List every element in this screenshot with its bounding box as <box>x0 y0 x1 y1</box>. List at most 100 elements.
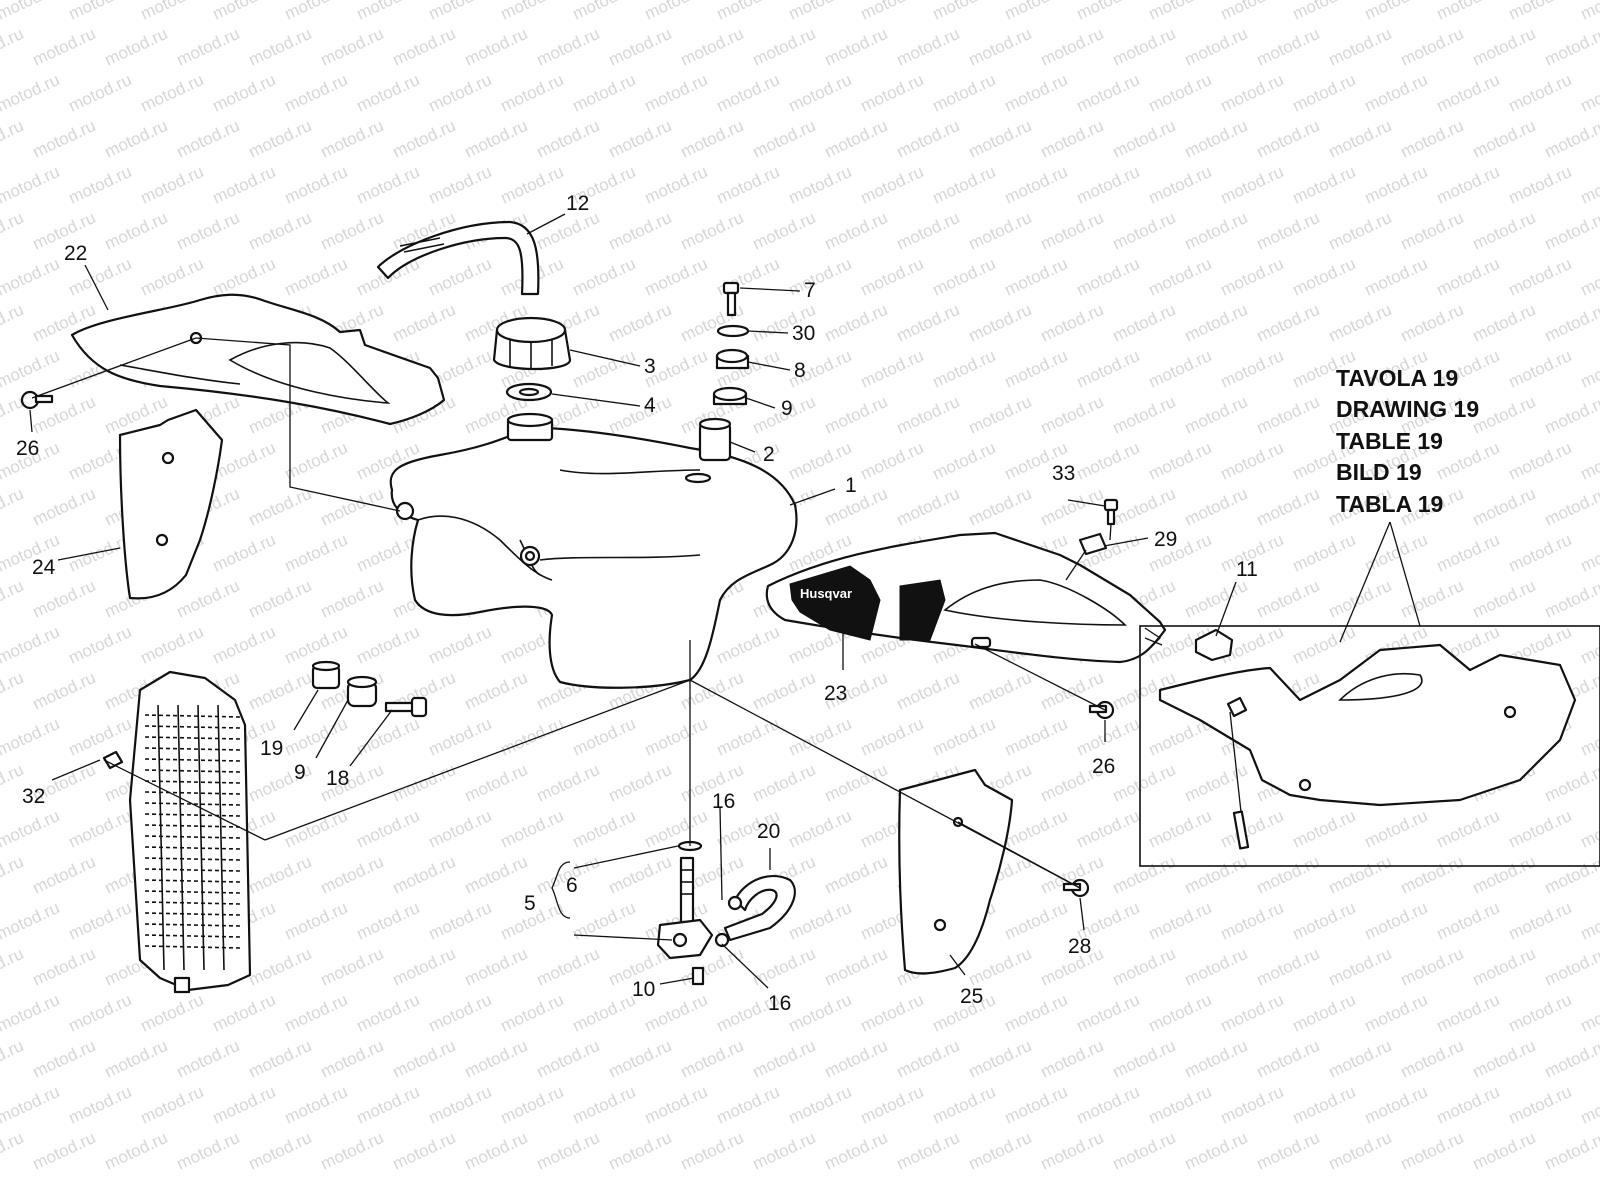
watermark-text: motod.ru <box>966 668 1035 714</box>
watermark-text: motod.ru <box>966 944 1035 990</box>
table-reference-list: TAVOLA 19 DRAWING 19 TABLE 19 BILD 19 TA… <box>1336 365 1479 517</box>
watermark-text: motod.ru <box>894 484 963 530</box>
watermark-text: motod.ru <box>930 714 999 760</box>
watermark-text: motod.ru <box>750 760 819 806</box>
watermark-text: motod.ru <box>570 806 639 852</box>
watermark-text: motod.ru <box>786 162 855 208</box>
watermark-text: motod.ru <box>354 0 423 24</box>
watermark-text: motod.ru <box>282 806 351 852</box>
watermark-text: motod.ru <box>1002 254 1071 300</box>
ref-drawing: DRAWING 19 <box>1336 396 1479 422</box>
watermark-text: motod.ru <box>210 0 279 24</box>
watermark-text: motod.ru <box>1434 0 1503 24</box>
watermark-text: motod.ru <box>1434 1082 1503 1128</box>
watermark-text: motod.ru <box>210 70 279 116</box>
watermark-text: motod.ru <box>966 1128 1035 1174</box>
watermark-text: motod.ru <box>678 24 747 70</box>
watermark-text: motod.ru <box>1110 24 1179 70</box>
watermark-text: motod.ru <box>246 1036 315 1082</box>
watermark-text: motod.ru <box>1470 1036 1539 1082</box>
callout-23: 23 <box>824 682 847 705</box>
watermark-text: motod.ru <box>246 24 315 70</box>
watermark-text: motod.ru <box>750 944 819 990</box>
callout-5: 5 <box>524 892 536 915</box>
watermark-text: motod.ru <box>750 1128 819 1174</box>
watermark-text: motod.ru <box>1362 162 1431 208</box>
watermark-text: motod.ru <box>642 1082 711 1128</box>
watermark-text: motod.ru <box>174 576 243 622</box>
watermark-text: motod.ru <box>174 116 243 162</box>
left-side-panel <box>118 408 224 600</box>
watermark-text: motod.ru <box>534 760 603 806</box>
watermark-text: motod.ru <box>0 944 26 990</box>
watermark-text: motod.ru <box>0 116 26 162</box>
watermark-text: motod.ru <box>66 70 135 116</box>
watermark-text: motod.ru <box>498 162 567 208</box>
watermark-text: motod.ru <box>498 806 567 852</box>
watermark-text: motod.ru <box>246 484 315 530</box>
callout-8: 8 <box>794 359 806 382</box>
screw-washer <box>1078 498 1119 556</box>
watermark-text: motod.ru <box>498 1082 567 1128</box>
watermark-text: motod.ru <box>354 806 423 852</box>
watermark-text: motod.ru <box>1362 806 1431 852</box>
watermark-text: motod.ru <box>750 1036 819 1082</box>
watermark-text: motod.ru <box>354 990 423 1036</box>
watermark-text: motod.ru <box>30 1036 99 1082</box>
watermark-text: motod.ru <box>786 806 855 852</box>
callout-16-upper: 16 <box>712 790 735 813</box>
callout-25: 25 <box>960 985 983 1008</box>
watermark-text: motod.ru <box>642 714 711 760</box>
watermark-text: motod.ru <box>138 990 207 1036</box>
watermark-text: motod.ru <box>426 254 495 300</box>
watermark-text: motod.ru <box>1326 576 1395 622</box>
watermark-text: motod.ru <box>1074 162 1143 208</box>
watermark-text: motod.ru <box>1578 990 1600 1036</box>
watermark-text: motod.ru <box>138 162 207 208</box>
watermark-text: motod.ru <box>246 576 315 622</box>
watermark-text: motod.ru <box>714 162 783 208</box>
watermark-text: motod.ru <box>894 208 963 254</box>
watermark-text: motod.ru <box>1362 530 1431 576</box>
watermark-text: motod.ru <box>930 254 999 300</box>
watermark-text: motod.ru <box>858 438 927 484</box>
watermark-text: motod.ru <box>426 990 495 1036</box>
watermark-text: motod.ru <box>822 1036 891 1082</box>
watermark-text: motod.ru <box>210 530 279 576</box>
callout-9-lower: 9 <box>294 761 306 784</box>
watermark-text: motod.ru <box>822 300 891 346</box>
watermark-text: motod.ru <box>642 0 711 24</box>
callout-16-lower: 16 <box>768 992 791 1015</box>
watermark-text: motod.ru <box>1146 254 1215 300</box>
watermark-text: motod.ru <box>1074 990 1143 1036</box>
watermark-text: motod.ru <box>1110 116 1179 162</box>
watermark-text: motod.ru <box>0 806 62 852</box>
watermark-text: motod.ru <box>246 116 315 162</box>
watermark-text: motod.ru <box>1578 714 1600 760</box>
watermark-text: motod.ru <box>1110 1128 1179 1174</box>
watermark-text: motod.ru <box>822 760 891 806</box>
watermark-text: motod.ru <box>786 990 855 1036</box>
watermark-text: motod.ru <box>282 898 351 944</box>
watermark-text: motod.ru <box>1002 1082 1071 1128</box>
watermark-text: motod.ru <box>1398 208 1467 254</box>
watermark-text: motod.ru <box>1470 944 1539 990</box>
ref-bild: BILD 19 <box>1336 459 1422 485</box>
watermark-text: motod.ru <box>1290 254 1359 300</box>
watermark-text: motod.ru <box>1398 116 1467 162</box>
callout-24: 24 <box>32 556 56 579</box>
watermark-text: motod.ru <box>1038 1036 1107 1082</box>
watermark-text: motod.ru <box>246 208 315 254</box>
callout-26-right: 26 <box>1092 755 1115 778</box>
watermark-text: motod.ru <box>1470 24 1539 70</box>
watermark-text: motod.ru <box>426 162 495 208</box>
watermark-text: motod.ru <box>1506 70 1575 116</box>
watermark-text: motod.ru <box>1038 300 1107 346</box>
watermark-text: motod.ru <box>1254 576 1323 622</box>
watermark-text: motod.ru <box>894 668 963 714</box>
watermark-text: motod.ru <box>174 1036 243 1082</box>
watermark-text: motod.ru <box>1182 484 1251 530</box>
watermark-text: motod.ru <box>1362 898 1431 944</box>
watermark-text: motod.ru <box>1146 162 1215 208</box>
watermark-text: motod.ru <box>426 1082 495 1128</box>
